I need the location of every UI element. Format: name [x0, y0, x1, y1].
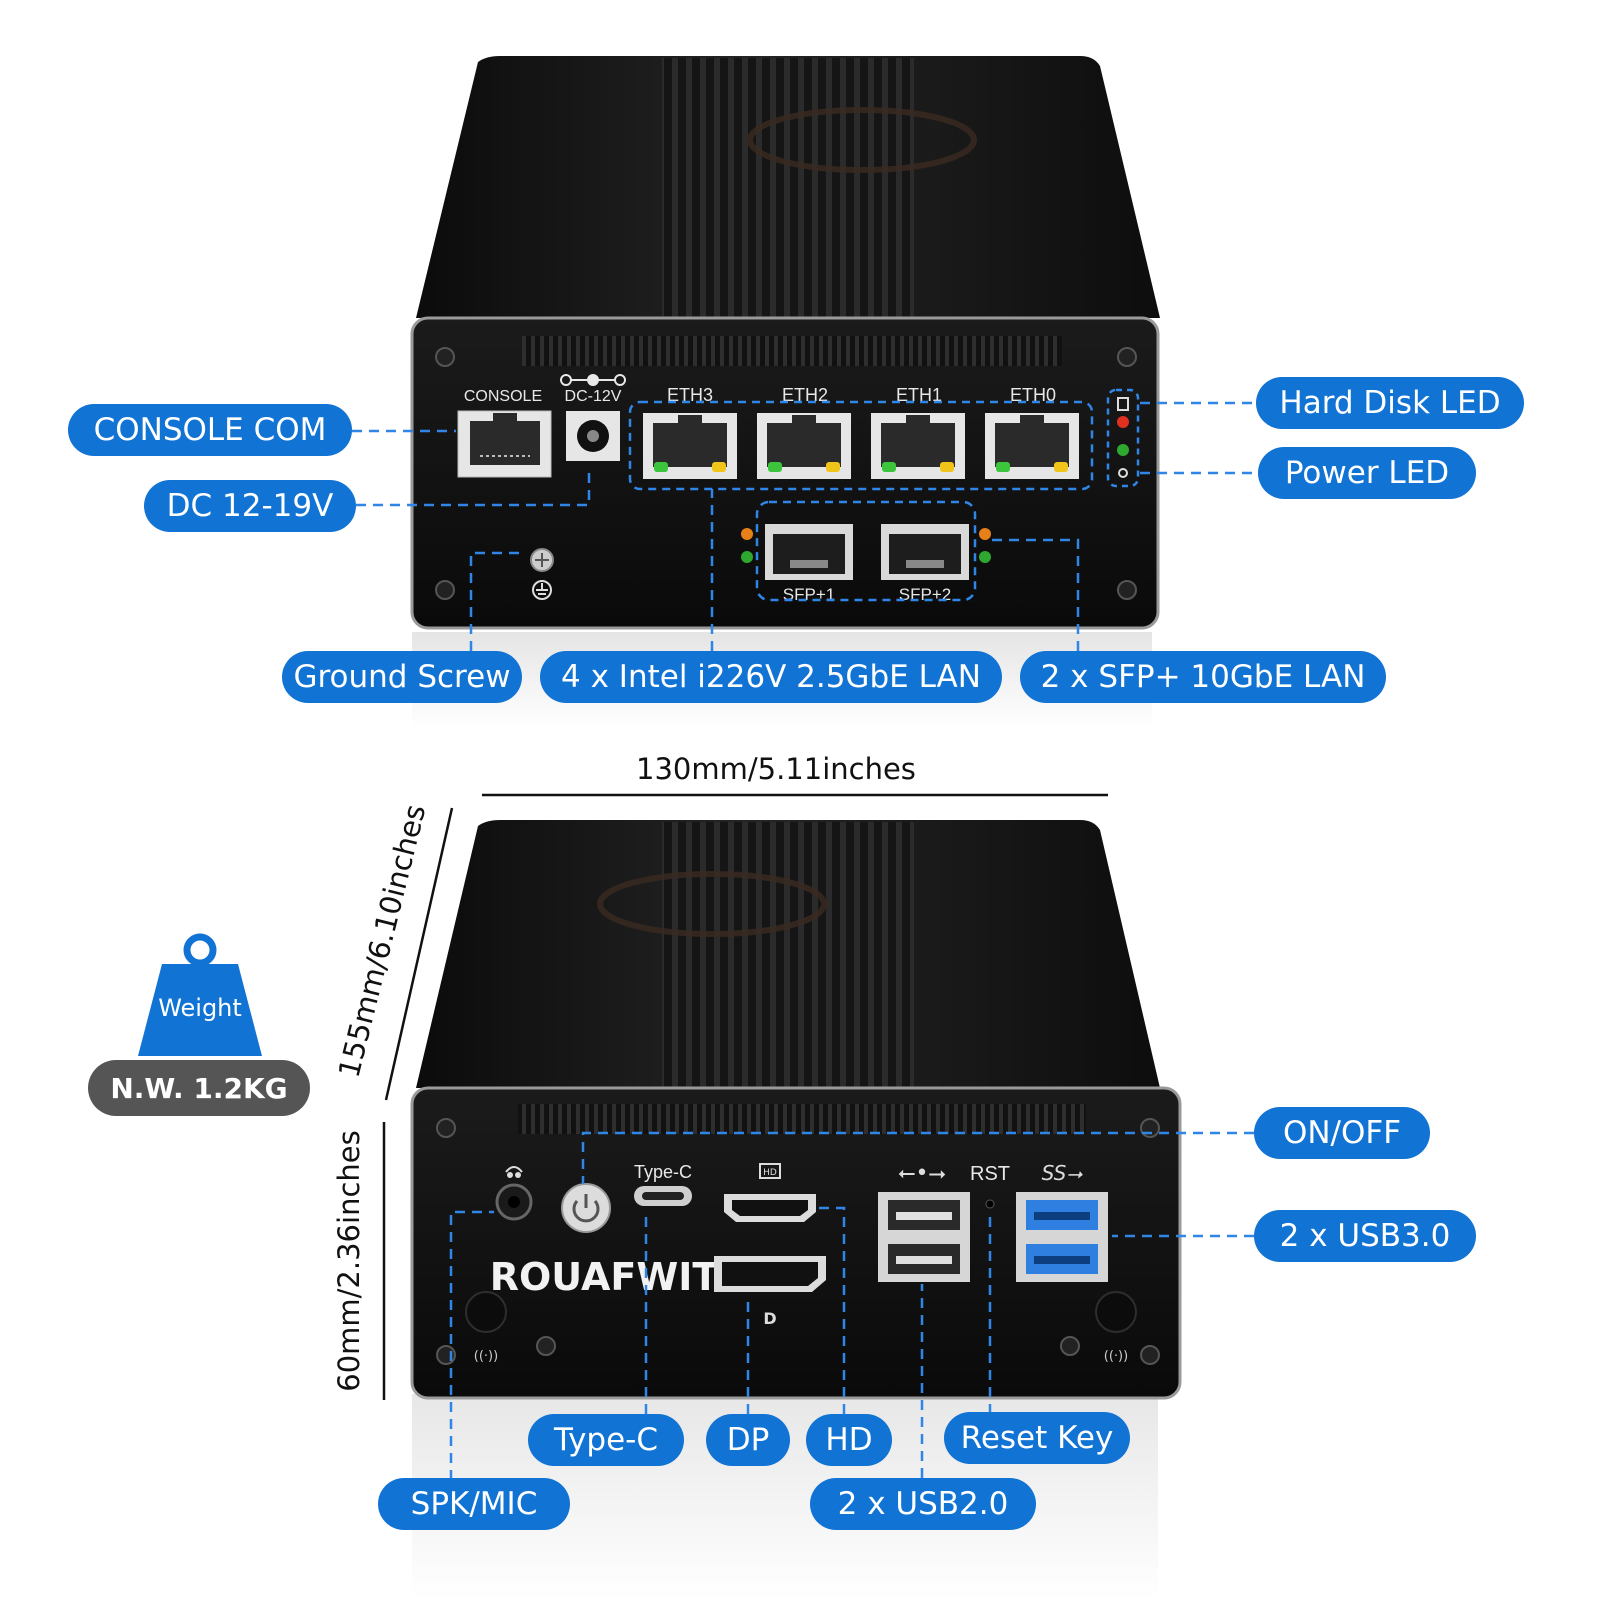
- front-top-fins: [662, 58, 914, 320]
- rst-label: RST: [970, 1163, 1010, 1185]
- rear-unit: ((·)) ((·)) Type-C ROUAFWIT HD: [410, 820, 1182, 1600]
- rear-leader-lines: [449, 1131, 1254, 1480]
- audio-jack[interactable]: [495, 1183, 533, 1221]
- typec-port[interactable]: [634, 1186, 692, 1206]
- sfp-led: [979, 551, 991, 563]
- fan-grille: [747, 107, 977, 173]
- usb3-ports[interactable]: [1016, 1192, 1108, 1282]
- wifi-icon: ((·)): [474, 1349, 498, 1364]
- eth2-port[interactable]: [757, 413, 851, 479]
- screw: [1117, 580, 1137, 600]
- headset-icon: [505, 1166, 523, 1178]
- lan-group-outline: [628, 400, 1094, 491]
- callout-power-led: Power LED: [1258, 447, 1476, 499]
- ground-screw[interactable]: [530, 548, 554, 572]
- eth0-label: ETH0: [1010, 385, 1056, 405]
- hdmi-port[interactable]: [724, 1194, 816, 1222]
- screw: [1117, 347, 1137, 367]
- callout-dc-power: DC 12-19V: [144, 480, 356, 532]
- callout-sfp: 2 x SFP+ 10GbE LAN: [1020, 651, 1386, 703]
- usb2-ports[interactable]: [878, 1192, 970, 1282]
- power-button[interactable]: [561, 1183, 611, 1233]
- callout-console-com: CONSOLE COM: [68, 404, 352, 456]
- callout-dp: DP: [706, 1414, 790, 1466]
- brand-logo: ROUAFWIT: [490, 1255, 719, 1299]
- screw: [436, 1118, 456, 1138]
- hdmi-icon: HD: [759, 1163, 781, 1179]
- typec-port-label: Type-C: [634, 1162, 692, 1182]
- rear-fan-grille: [597, 871, 827, 937]
- callout-reset-key: Reset Key: [944, 1412, 1130, 1464]
- wifi-icon: ((·)): [1104, 1349, 1128, 1364]
- sfp2-port[interactable]: [881, 524, 969, 580]
- screw: [436, 1345, 456, 1365]
- dc-jack[interactable]: [566, 411, 620, 461]
- usb-icon: ⭠•⭢: [898, 1161, 946, 1186]
- eth3-label: ETH3: [667, 385, 713, 405]
- screw: [435, 580, 455, 600]
- usb-ss-icon: SS⭢: [1042, 1161, 1084, 1185]
- front-vents: [522, 336, 1062, 366]
- depth-dimension-line: [384, 807, 454, 1101]
- eth2-label: ETH2: [782, 385, 828, 405]
- dc-port-label: DC-12V: [565, 388, 622, 405]
- callout-hd: HD: [806, 1414, 892, 1466]
- screw: [435, 347, 455, 367]
- dc-polarity-icon: [560, 374, 626, 386]
- sfp-led: [741, 551, 753, 563]
- weight-icon-label: Weight: [158, 994, 242, 1022]
- callout-on-off: ON/OFF: [1254, 1107, 1430, 1159]
- height-dimension-label: 60mm/2.36inches: [332, 1130, 366, 1392]
- front-unit: CONSOLE DC-12V ETH3 ETH2 ETH1 ETH0: [410, 56, 1160, 727]
- antenna-mount: [465, 1291, 507, 1333]
- callout-usb3: 2 x USB3.0: [1254, 1210, 1476, 1262]
- callout-hard-disk-led: Hard Disk LED: [1256, 377, 1524, 429]
- weight-icon: [138, 933, 262, 1056]
- width-dimension-label: 130mm/5.11inches: [636, 752, 916, 786]
- eth0-port[interactable]: [985, 413, 1079, 479]
- eth1-port[interactable]: [871, 413, 965, 479]
- sfp-led: [979, 528, 991, 540]
- callout-spk-mic: SPK/MIC: [378, 1478, 570, 1530]
- rear-panel: [410, 1086, 1182, 1400]
- displayport-icon: D: [763, 1309, 776, 1328]
- ground-symbol-icon: [532, 580, 552, 600]
- screw: [536, 1336, 556, 1356]
- callout-usb2: 2 x USB2.0: [810, 1478, 1036, 1530]
- console-port-label: CONSOLE: [464, 388, 542, 405]
- callout-typec: Type-C: [528, 1414, 684, 1466]
- sfp1-port[interactable]: [765, 524, 853, 580]
- displayport-port[interactable]: [714, 1256, 826, 1292]
- rear-vents: [518, 1104, 1086, 1134]
- sfp1-label: SFP+1: [783, 585, 835, 604]
- status-leds: [1106, 388, 1140, 488]
- eth3-port[interactable]: [643, 413, 737, 479]
- weight-value-badge: N.W. 1.2KG: [88, 1060, 310, 1116]
- svg-text:HD: HD: [763, 1168, 777, 1178]
- callout-lan: 4 x Intel i226V 2.5GbE LAN: [540, 651, 1002, 703]
- antenna-mount: [1095, 1291, 1137, 1333]
- eth1-label: ETH1: [896, 385, 942, 405]
- screw: [1140, 1118, 1160, 1138]
- callout-ground-screw: Ground Screw: [282, 651, 522, 703]
- front-leader-lines: [352, 401, 1258, 651]
- rear-top-fins: [662, 822, 914, 1088]
- console-port[interactable]: [457, 410, 552, 478]
- reset-pinhole[interactable]: [985, 1199, 995, 1209]
- screw: [1140, 1345, 1160, 1365]
- sfp-led: [741, 528, 753, 540]
- screw: [1060, 1336, 1080, 1356]
